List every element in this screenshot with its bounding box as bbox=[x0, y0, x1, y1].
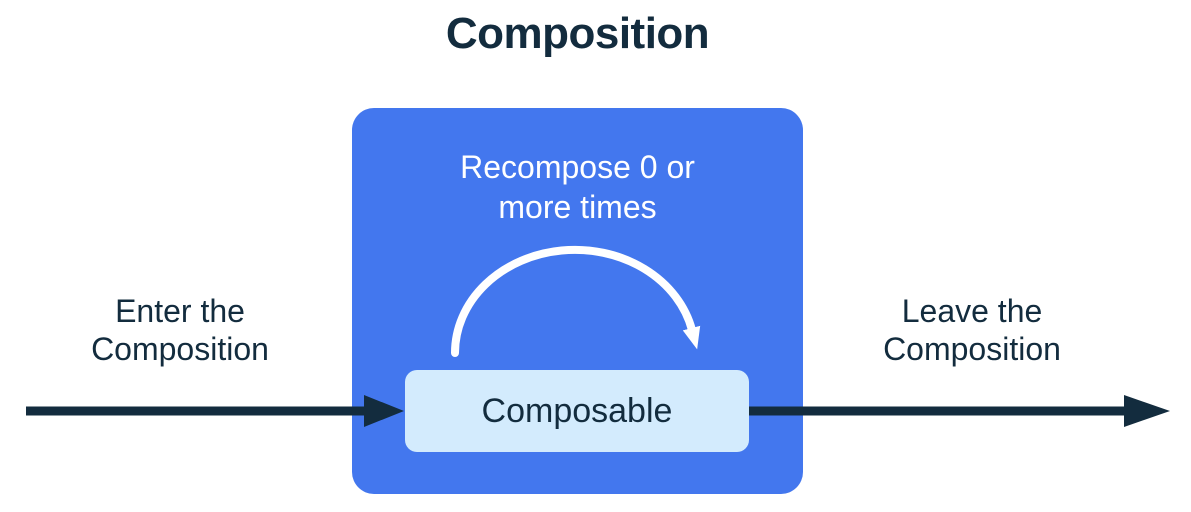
recompose-label-line1: Recompose 0 or bbox=[460, 149, 695, 185]
enter-label: Enter the Composition bbox=[30, 292, 330, 368]
diagram-title: Composition bbox=[445, 9, 710, 58]
composable-box: Composable bbox=[405, 370, 749, 452]
leave-label-line1: Leave the bbox=[901, 293, 1043, 329]
enter-arrow-icon bbox=[26, 395, 404, 427]
enter-label-line2: Composition bbox=[91, 331, 269, 367]
leave-label: Leave the Composition bbox=[822, 292, 1122, 368]
leave-arrow-icon bbox=[744, 395, 1170, 427]
recompose-label-line2: more times bbox=[498, 189, 657, 225]
enter-label-line1: Enter the bbox=[115, 293, 245, 329]
recompose-label: Recompose 0 or more times bbox=[352, 147, 803, 227]
leave-label-line2: Composition bbox=[883, 331, 1061, 367]
composable-label: Composable bbox=[481, 391, 673, 430]
